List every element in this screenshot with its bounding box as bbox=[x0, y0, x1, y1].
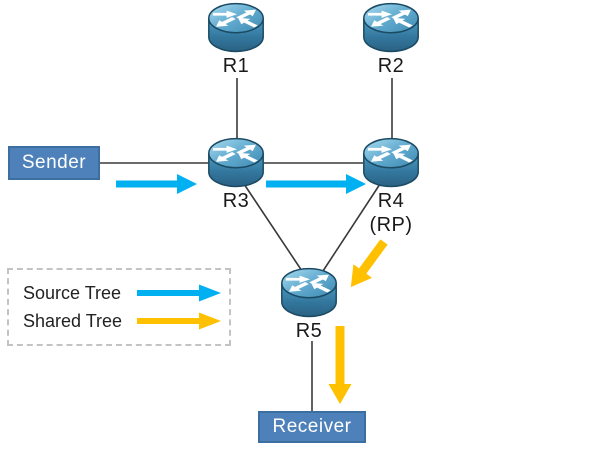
shared-tree-arrow-r5-receiver bbox=[328, 326, 352, 404]
sender-box: Sender bbox=[8, 146, 100, 180]
shared-tree-arrow-r4-r5 bbox=[350, 239, 388, 288]
receiver-box: Receiver bbox=[258, 411, 366, 443]
source-tree-arrow-icon bbox=[137, 284, 221, 302]
link-r4-r5 bbox=[322, 183, 381, 272]
node-label-r4: R4 bbox=[377, 190, 405, 212]
legend: Source Tree Shared Tree bbox=[7, 268, 231, 346]
source-tree-arrow-sender-r3 bbox=[116, 174, 197, 194]
receiver-label: Receiver bbox=[272, 416, 352, 437]
router-icon-r1 bbox=[208, 2, 264, 53]
node-label-r1: R1 bbox=[222, 55, 250, 77]
router-icon-r3 bbox=[208, 137, 264, 188]
legend-label-shared-tree: Shared Tree bbox=[23, 310, 123, 331]
node-label-r5: R5 bbox=[295, 320, 323, 342]
node-label-r3: R3 bbox=[222, 190, 250, 212]
router-icon-r2 bbox=[363, 2, 419, 53]
router-icon-r4 bbox=[363, 137, 419, 188]
router-icon-r5 bbox=[281, 267, 337, 318]
topology-links bbox=[100, 78, 393, 412]
shared-tree-arrow-icon bbox=[137, 312, 221, 330]
node-sublabel-r4-rp: (RP) bbox=[369, 214, 413, 236]
source-tree-arrow-r3-r4 bbox=[266, 174, 366, 194]
sender-label: Sender bbox=[21, 152, 87, 173]
link-r3-r5 bbox=[243, 183, 303, 272]
legend-label-source-tree: Source Tree bbox=[23, 282, 122, 303]
node-label-r2: R2 bbox=[377, 55, 405, 77]
legend-item-shared-tree: Shared Tree bbox=[23, 310, 221, 332]
legend-item-source-tree: Source Tree bbox=[23, 282, 221, 304]
